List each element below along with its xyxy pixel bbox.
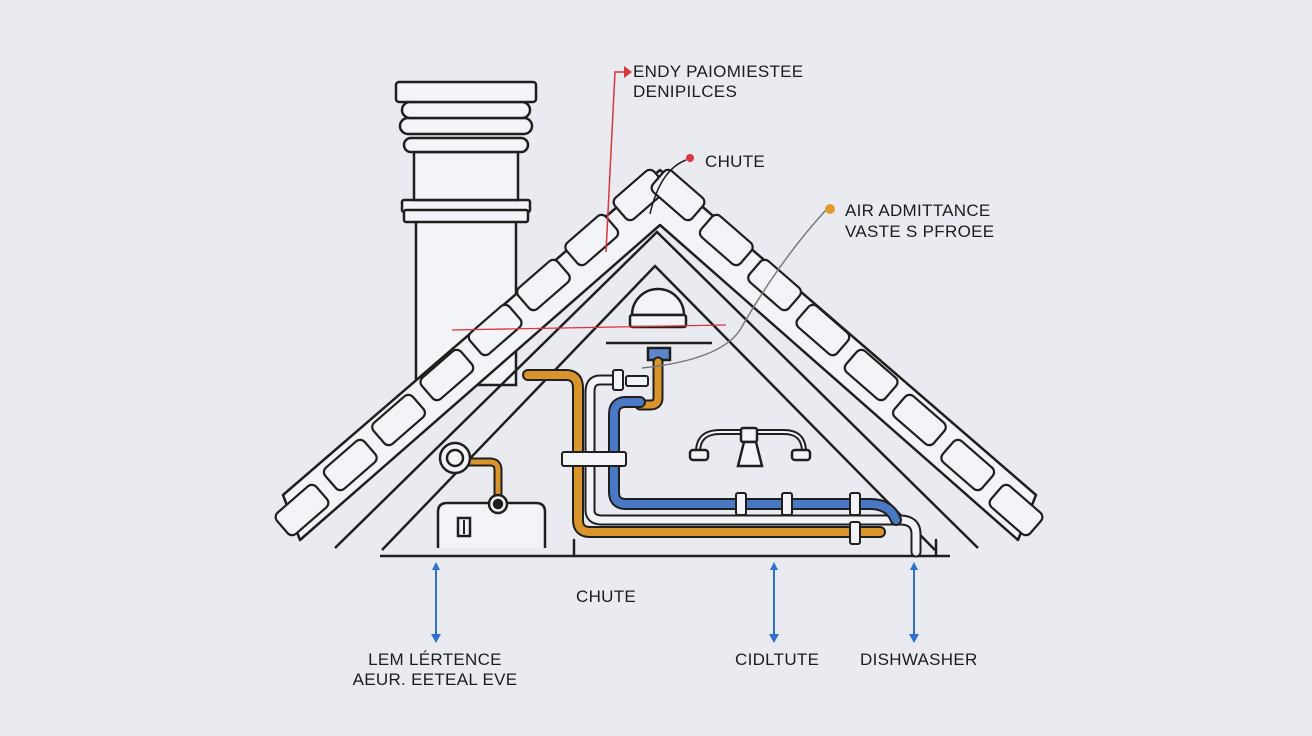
arrow-down-icon [769, 634, 779, 643]
pipe-clamp-group [561, 369, 861, 545]
pipe-clamp [849, 492, 861, 516]
water-heater [436, 441, 547, 548]
pipe-clamp [735, 492, 747, 516]
roof-tile [274, 483, 330, 537]
roof-tile [940, 438, 996, 492]
roof-tile [747, 258, 803, 312]
label-middle-bottom: CIDLTUTE [735, 650, 820, 669]
pipe-clamp [561, 451, 627, 467]
roof-tile [419, 348, 475, 402]
roof-tile [891, 393, 947, 447]
label-air-line1: AIR ADMITTANCE [845, 201, 991, 220]
roof-tile [515, 258, 571, 312]
pipe-clamp [625, 375, 649, 387]
label-left-line1: LEM LÉRTENCE [368, 650, 502, 669]
red-arrow-icon [624, 66, 632, 78]
label-chute-top: CHUTE [705, 152, 766, 171]
white-pipe [572, 374, 938, 558]
red-guide-line [451, 324, 727, 331]
roof-tile [322, 438, 378, 492]
roof-tile [698, 213, 754, 267]
callout-dots [624, 66, 835, 214]
pipe-clamp [849, 521, 861, 545]
roof-tile [564, 213, 620, 267]
faucet-icon [688, 426, 812, 468]
arrow-up-icon [910, 562, 918, 570]
label-top-line2: DENIPILCES [633, 82, 738, 101]
attic-outline [334, 230, 979, 558]
pipe-clamp [781, 492, 793, 516]
roof-tile [467, 303, 523, 357]
callout-lines [605, 71, 827, 369]
arrow-down-icon [909, 634, 919, 643]
label-chute-bottom: CHUTE [576, 587, 637, 606]
chimney-stack [394, 80, 538, 387]
roof-tile-row [274, 168, 1044, 537]
roof-tile [843, 348, 899, 402]
orange-dot-icon [825, 204, 835, 214]
red-dot-icon [686, 154, 694, 162]
roof-tile [988, 483, 1044, 537]
arrow-down-icon [431, 634, 441, 643]
blue-pipe [608, 396, 902, 526]
blue-arrows [431, 562, 919, 643]
roof-tiles [281, 168, 1038, 542]
roof-tile [795, 303, 851, 357]
roof-tile [371, 393, 427, 447]
orange-pipe [455, 356, 886, 538]
arrow-up-icon [770, 562, 778, 570]
label-left-line2: AEUR. EETEAL EVE [352, 670, 518, 689]
label-air-line2: VASTE S PFROEE [845, 222, 995, 241]
roof-tile [650, 168, 706, 222]
arrow-up-icon [432, 562, 440, 570]
vent-dome [606, 287, 712, 362]
pipe-clamp [612, 369, 624, 391]
label-right-bottom: DISHWASHER [860, 650, 978, 669]
label-top-line1: ENDY PAIOMIESTEE [633, 62, 804, 81]
